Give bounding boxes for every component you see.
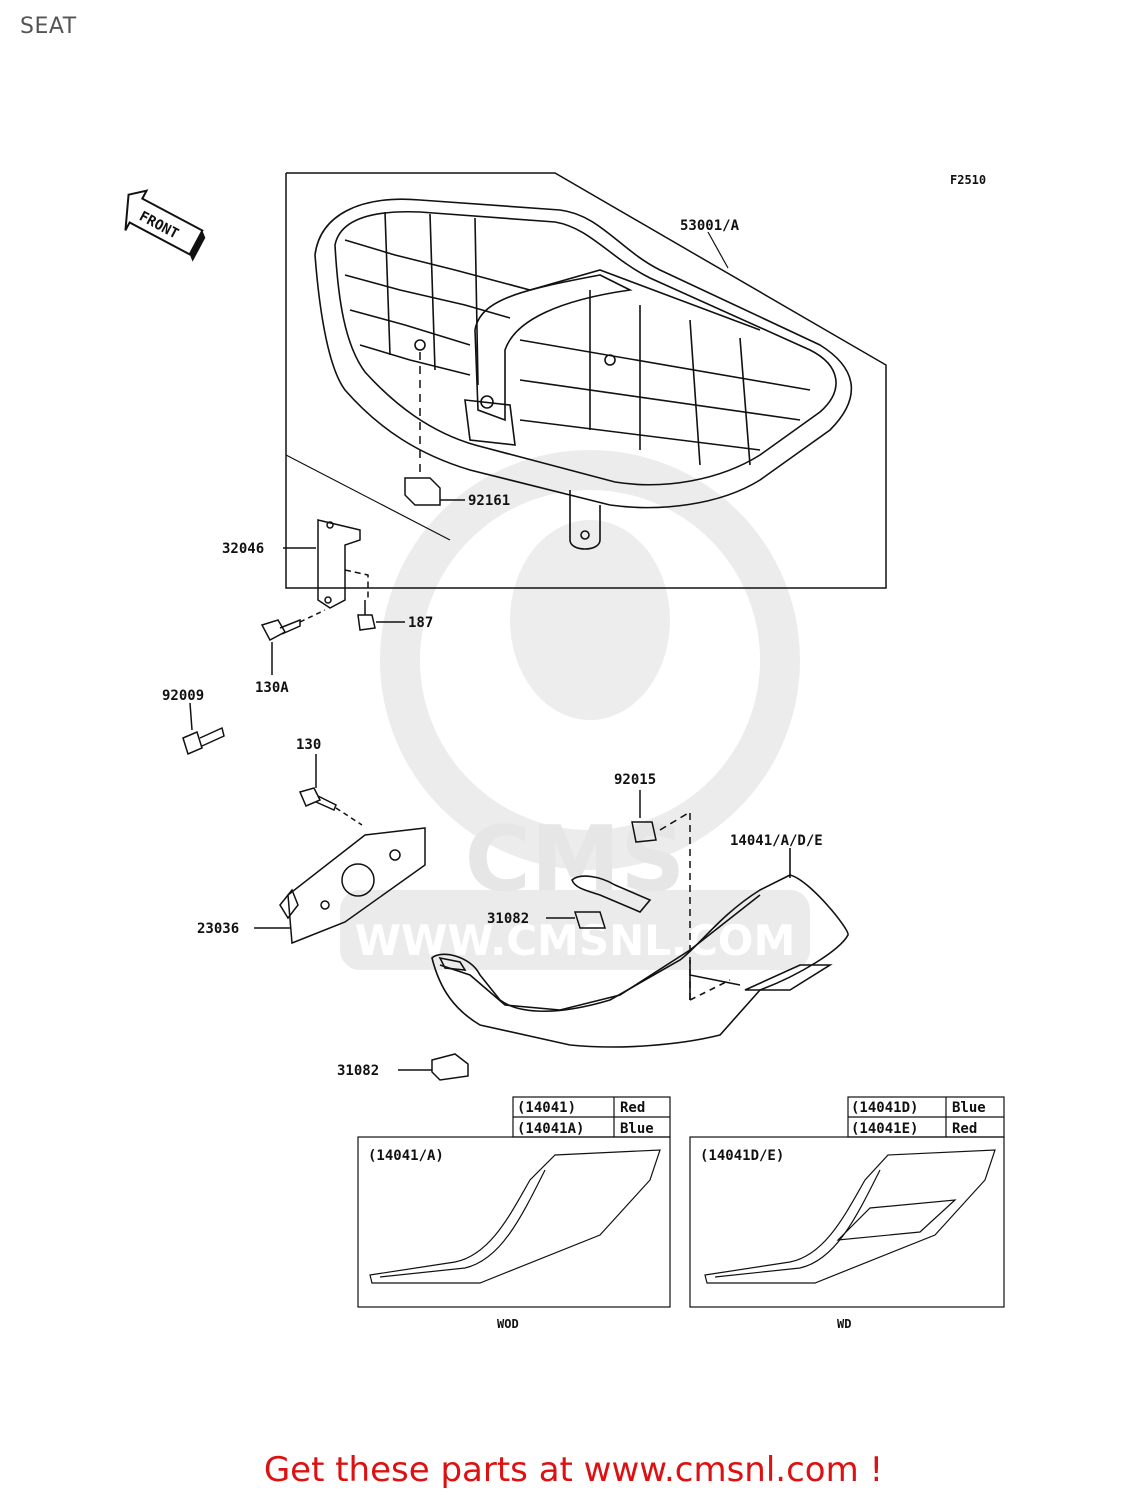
leader-53001 (707, 231, 729, 269)
table-left-row2-part: (14041A) (517, 1121, 584, 1137)
table-right-row2-color: Red (952, 1121, 977, 1137)
bracket-32046 (260, 519, 405, 675)
label-31082-upper: 31082 (487, 911, 529, 927)
table-left-row1-color: Red (620, 1100, 645, 1116)
panel-right-label: (14041D/E) (700, 1148, 784, 1164)
panel-left-caption: WOD (497, 1317, 519, 1331)
label-92009: 92009 (162, 688, 204, 704)
footer-link[interactable]: Get these parts at www.cmsnl.com ! (263, 1450, 884, 1490)
panel-right-caption: WD (837, 1317, 851, 1331)
table-right-row1-color: Blue (952, 1100, 986, 1116)
screw-92009 (182, 702, 225, 756)
front-arrow-icon: FRONT (124, 189, 206, 262)
label-32046: 32046 (222, 541, 264, 557)
label-31082-lower: 31082 (337, 1063, 379, 1079)
table-right-row1-part: (14041D) (851, 1100, 918, 1116)
label-130A: 130A (255, 680, 289, 696)
watermark-url: WWW.CMSNL.COM (355, 916, 796, 965)
seat-box-edge (285, 454, 451, 541)
pad-31082-upper (546, 911, 607, 929)
clip-92015 (631, 790, 691, 1000)
bolt-130 (298, 754, 363, 826)
seat-diagram: CMS WWW.CMSNL.COM F2510 FRONT (124, 172, 1005, 1331)
table-left-row2-color: Blue (620, 1121, 654, 1137)
table-right-row2-part: (14041E) (851, 1121, 918, 1137)
panel-left-label: (14041/A) (368, 1148, 444, 1164)
pad-31082-lower (398, 1053, 469, 1081)
color-table-right (689, 1096, 1005, 1308)
seat-cowl-14041 (431, 848, 849, 1048)
page-title: SEAT (20, 14, 77, 39)
table-left-row1-part: (14041) (517, 1100, 576, 1116)
plate-23036 (254, 827, 426, 945)
label-92161: 92161 (468, 493, 510, 509)
label-187: 187 (408, 615, 433, 631)
cms-watermark: CMS WWW.CMSNL.COM (340, 450, 810, 970)
label-92015: 92015 (614, 772, 656, 788)
label-14041: 14041/A/D/E (730, 833, 823, 849)
color-table-left (357, 1096, 671, 1308)
label-130: 130 (296, 737, 321, 753)
footer-banner: Get these parts at www.cmsnl.com ! (0, 1450, 1147, 1490)
label-53001: 53001/A (680, 218, 740, 234)
label-23036: 23036 (197, 921, 239, 937)
rubber-damper-92161 (404, 352, 465, 506)
figure-code: F2510 (950, 173, 986, 187)
seat-illustration (314, 198, 853, 550)
seat-box (285, 172, 887, 589)
watermark-brand: CMS (465, 807, 685, 912)
